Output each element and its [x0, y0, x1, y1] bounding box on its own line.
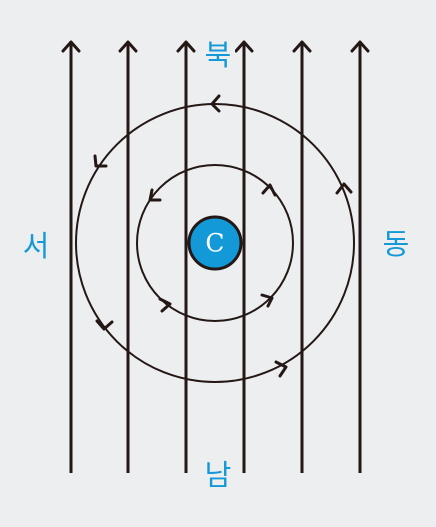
center-conductor-label: C: [205, 229, 224, 258]
vertical-field-lines: [61, 40, 370, 473]
curved-arrow-icon: [274, 360, 288, 378]
north-label: 북: [205, 38, 232, 72]
south-label-background: [199, 458, 237, 495]
outer-field-circle: [75, 103, 355, 383]
circular-field-lines: [75, 94, 355, 383]
curved-arrow-icon: [261, 183, 277, 197]
curved-arrow-icon: [260, 293, 274, 308]
arrow-up-icon: [176, 40, 196, 53]
west-label: 서: [23, 229, 50, 263]
curved-arrow-icon: [210, 94, 221, 113]
curved-arrow-icon: [158, 297, 172, 313]
arrow-up-icon: [234, 40, 254, 53]
curved-arrow-icon: [148, 188, 162, 202]
arrow-up-icon: [118, 40, 138, 53]
center-conductor: [187, 215, 243, 271]
arrow-up-icon: [350, 40, 370, 53]
curved-arrow-icon: [335, 182, 353, 195]
south-label: 남: [205, 458, 232, 492]
arrow-up-icon: [292, 40, 312, 53]
curved-arrow-icon: [93, 154, 108, 168]
arrow-up-icon: [61, 40, 81, 53]
east-label: 동: [383, 227, 410, 261]
north-label-background: [200, 38, 235, 74]
curved-arrow-icon: [95, 319, 114, 331]
inner-field-circle: [136, 164, 294, 322]
